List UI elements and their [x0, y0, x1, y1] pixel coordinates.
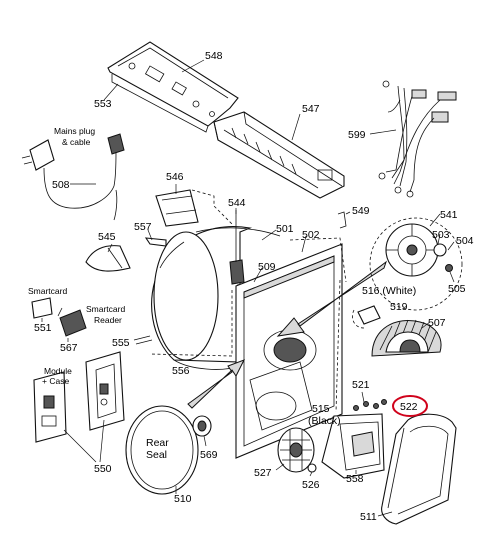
part-557-bracket: [144, 237, 167, 247]
part-549-clip: [337, 211, 347, 229]
part-511-front-duct: [381, 413, 457, 525]
part-546-filter: [155, 189, 199, 227]
part-502-rear-panel: [235, 243, 343, 459]
part-551-smartcard: [31, 297, 53, 319]
note-module-2: + Case: [42, 376, 69, 386]
note-smartcard-reader-2: Reader: [94, 315, 122, 325]
label-501: 501: [276, 223, 294, 235]
assembly-arrow-motor: [276, 260, 387, 337]
label-553: 553: [94, 98, 112, 110]
label-519: 519: [390, 301, 408, 313]
label-511: 511: [360, 511, 377, 523]
label-507: 507: [428, 317, 446, 329]
note-rear-seal-2: Seal: [146, 449, 167, 461]
label-550: 550: [94, 463, 112, 475]
label-545: 545: [98, 231, 116, 243]
label-546: 546: [166, 171, 184, 183]
label-544: 544: [228, 197, 246, 209]
label-557: 557: [134, 221, 152, 233]
label-527: 527: [254, 467, 272, 479]
label-515-black: (Black): [308, 415, 341, 427]
part-558-duct-bracket: [321, 413, 385, 479]
label-541: 541: [440, 209, 458, 221]
part-547-control-housing: [213, 111, 345, 199]
label-526: 526: [302, 479, 320, 491]
label-556: 556: [172, 365, 190, 377]
part-526-nut: [307, 463, 317, 473]
part-599-wiring-harness: [378, 80, 457, 198]
part-550-module-case: [33, 351, 125, 443]
part-569-bearing: [192, 415, 212, 437]
label-521: 521: [352, 379, 370, 391]
label-509: 509: [258, 261, 276, 273]
note-rear-seal-1: Rear: [146, 437, 169, 449]
highlight-circle-522: [392, 395, 428, 417]
part-548-top-panel: [107, 41, 239, 133]
part-527-fan-impeller: [277, 427, 315, 473]
label-502: 502: [302, 229, 320, 241]
part-519-connector: [352, 305, 381, 329]
label-555: 555: [112, 337, 130, 349]
label-569: 569: [200, 449, 218, 461]
part-567-smartcard-reader: [57, 307, 87, 337]
label-503: 503: [432, 229, 450, 241]
part-501-drum: [151, 226, 281, 370]
label-549: 549: [352, 205, 370, 217]
label-516-white: 516 (White): [362, 285, 416, 297]
label-599: 599: [348, 129, 366, 141]
assembly-arrow-seal: [187, 359, 246, 409]
label-551: 551: [34, 322, 52, 334]
label-522: 522: [400, 401, 418, 413]
note-module-1: Module: [44, 366, 72, 376]
label-515: 515: [312, 403, 330, 415]
label-558: 558: [346, 473, 364, 485]
note-smartcard: Smartcard: [28, 286, 67, 296]
part-555-pin: [133, 335, 153, 345]
label-505: 505: [448, 283, 466, 295]
label-567: 567: [60, 342, 78, 354]
label-508: 508: [52, 179, 70, 191]
label-548: 548: [205, 50, 223, 62]
note-mains-plug-2: & cable: [62, 137, 91, 147]
label-504: 504: [456, 235, 474, 247]
part-541-motor-detail: [369, 217, 463, 311]
note-smartcard-reader-1: Smartcard: [86, 304, 125, 314]
note-mains-plug-1: Mains plug: [54, 126, 95, 136]
label-547: 547: [302, 103, 320, 115]
part-545-heater-cover: [85, 245, 131, 272]
part-544-heater: [229, 210, 245, 296]
part-510-rear-seal: [125, 405, 199, 495]
part-521-screws: [353, 399, 387, 411]
label-510: 510: [174, 493, 192, 505]
part-508-mains-plug: [21, 133, 125, 221]
part-507-vent-grille: [371, 319, 442, 357]
